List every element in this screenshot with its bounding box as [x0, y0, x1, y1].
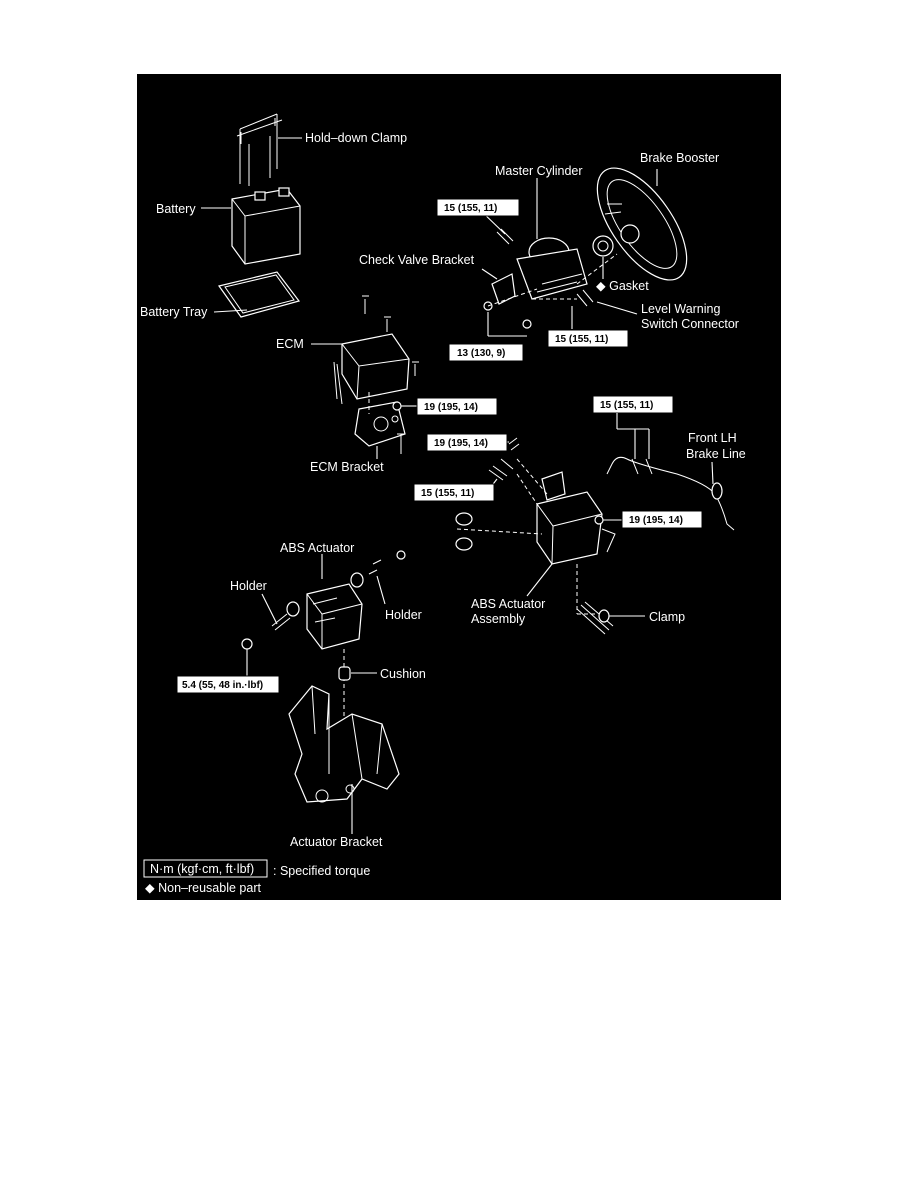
- label-master-cylinder: Master Cylinder: [495, 164, 583, 178]
- torque-box-8: 19 (195, 14): [621, 510, 703, 529]
- holder-icon-upper: [455, 512, 473, 526]
- label-battery-tray: Battery Tray: [140, 305, 208, 319]
- battery-tray-illustration: [217, 271, 301, 318]
- torque-value-7: 15 (155, 11): [421, 488, 474, 499]
- clamp-ring-icon: [598, 609, 610, 623]
- leader-holder-left: [261, 593, 278, 625]
- brake-line-tube: [606, 456, 735, 531]
- abs-actuator-assembly-illustration: [536, 471, 616, 565]
- torque-box-9: 5.4 (55, 48 in.·lbf): [176, 675, 280, 694]
- battery-illustration: [231, 187, 301, 265]
- leader-level-warning: [596, 301, 638, 315]
- assembly-line-abs-2: [516, 473, 538, 505]
- legend-unit-text: N·m (kgf·cm, ft·lbf): [150, 862, 254, 876]
- torque-value-2: 13 (130, 9): [457, 348, 505, 359]
- bolt-icon-1: [496, 228, 514, 245]
- torque-value-5: 15 (155, 11): [600, 400, 653, 411]
- nut-icon-4: [594, 515, 604, 525]
- label-brake-booster: Brake Booster: [640, 151, 719, 165]
- bushing-icon-right: [350, 572, 364, 588]
- connector-icon: [576, 289, 594, 307]
- label-ecm: ECM: [276, 337, 304, 351]
- label-front-lh-1: Front LH: [688, 431, 737, 445]
- label-level-warning-1: Level Warning: [641, 302, 720, 316]
- legend: N·m (kgf·cm, ft·lbf) : Specified torque …: [143, 859, 370, 895]
- label-clamp: Clamp: [649, 610, 685, 624]
- torque-box-5: 15 (155, 11): [592, 395, 674, 414]
- torque-value-8: 19 (195, 14): [629, 515, 683, 526]
- leader-front-lh: [711, 461, 714, 485]
- nut-icon-3: [392, 401, 402, 411]
- nut-icon-2: [522, 319, 532, 329]
- bolt-icon-2: [508, 437, 520, 451]
- actuator-bracket-illustration: [288, 685, 400, 803]
- label-abs-assembly-2: Assembly: [471, 612, 526, 626]
- label-check-valve-bracket: Check Valve Bracket: [359, 253, 475, 267]
- abs-actuator-illustration: [306, 583, 363, 650]
- legend-unit-box: [143, 859, 268, 878]
- bushing-icon-left: [286, 601, 300, 617]
- torque-value-1: 15 (155, 11): [444, 203, 497, 214]
- leader-holder-right: [376, 575, 386, 605]
- torque-box-4: 19 (195, 14): [416, 397, 498, 416]
- ecm-illustration: [333, 295, 419, 405]
- legend-non-reusable: ◆ Non–reusable part: [145, 881, 261, 895]
- legend-marker: ◆: [145, 881, 155, 895]
- leader-abs-assembly: [526, 563, 553, 597]
- leader-battery-tray: [213, 309, 248, 313]
- torque-value-4: 19 (195, 14): [424, 402, 478, 413]
- brake-line-grommet: [711, 482, 723, 500]
- bolt-icon-right: [368, 559, 382, 575]
- assembly-line-abs-3: [456, 528, 543, 535]
- label-holder-left: Holder: [230, 579, 267, 593]
- label-abs-actuator: ABS Actuator: [280, 541, 354, 555]
- label-front-lh-2: Brake Line: [686, 447, 746, 461]
- legend-non-reusable-text: Non–reusable part: [158, 881, 261, 895]
- torque-value-6: 19 (195, 14): [434, 438, 488, 449]
- label-holder-right: Holder: [385, 608, 422, 622]
- assembly-line-gasket: [576, 253, 618, 285]
- label-gasket-text: Gasket: [609, 279, 649, 293]
- bolt-icon-3: [488, 458, 514, 481]
- holder-icon-lower: [455, 537, 473, 551]
- cushion-icon: [338, 666, 351, 681]
- label-cushion: Cushion: [380, 667, 426, 681]
- bolt-icon-left: [271, 613, 291, 631]
- torque-value-3: 15 (155, 11): [555, 334, 608, 345]
- label-hold-down-clamp: Hold–down Clamp: [305, 131, 407, 145]
- non-reusable-marker: ◆: [596, 279, 606, 293]
- nut-icon-5: [241, 638, 253, 650]
- torque-box-7: 15 (155, 11): [413, 483, 495, 502]
- label-actuator-bracket: Actuator Bracket: [290, 835, 383, 849]
- legend-unit-description: : Specified torque: [273, 864, 370, 878]
- brake-booster-illustration: [596, 167, 688, 281]
- assembly-line-abs-1: [516, 458, 548, 495]
- check-valve-bracket-illustration: [491, 273, 516, 305]
- nut-icon-right: [396, 550, 406, 560]
- label-abs-assembly-1: ABS Actuator: [471, 597, 545, 611]
- hold-down-clamp-illustration: [236, 113, 283, 186]
- assembly-line-nut: [487, 288, 538, 307]
- torque-box-6: 19 (195, 14): [426, 433, 508, 452]
- exploded-parts-diagram: Hold–down Clamp Battery Battery Tray Bra…: [137, 74, 781, 900]
- leader-check-valve-bracket: [481, 268, 498, 280]
- torque-box-2: 13 (130, 9): [448, 343, 524, 362]
- label-battery: Battery: [156, 202, 196, 216]
- ecm-bracket-illustration: [354, 401, 406, 454]
- diagram-canvas: Hold–down Clamp Battery Battery Tray Bra…: [140, 113, 746, 895]
- torque-box-3: 15 (155, 11): [547, 329, 629, 348]
- label-ecm-bracket: ECM Bracket: [310, 460, 384, 474]
- master-cylinder-illustration: [516, 235, 614, 300]
- torque-value-9: 5.4 (55, 48 in.·lbf): [182, 680, 263, 691]
- label-level-warning-2: Switch Connector: [641, 317, 739, 331]
- label-gasket: ◆ Gasket: [596, 279, 649, 293]
- torque-box-1: 15 (155, 11): [436, 198, 520, 217]
